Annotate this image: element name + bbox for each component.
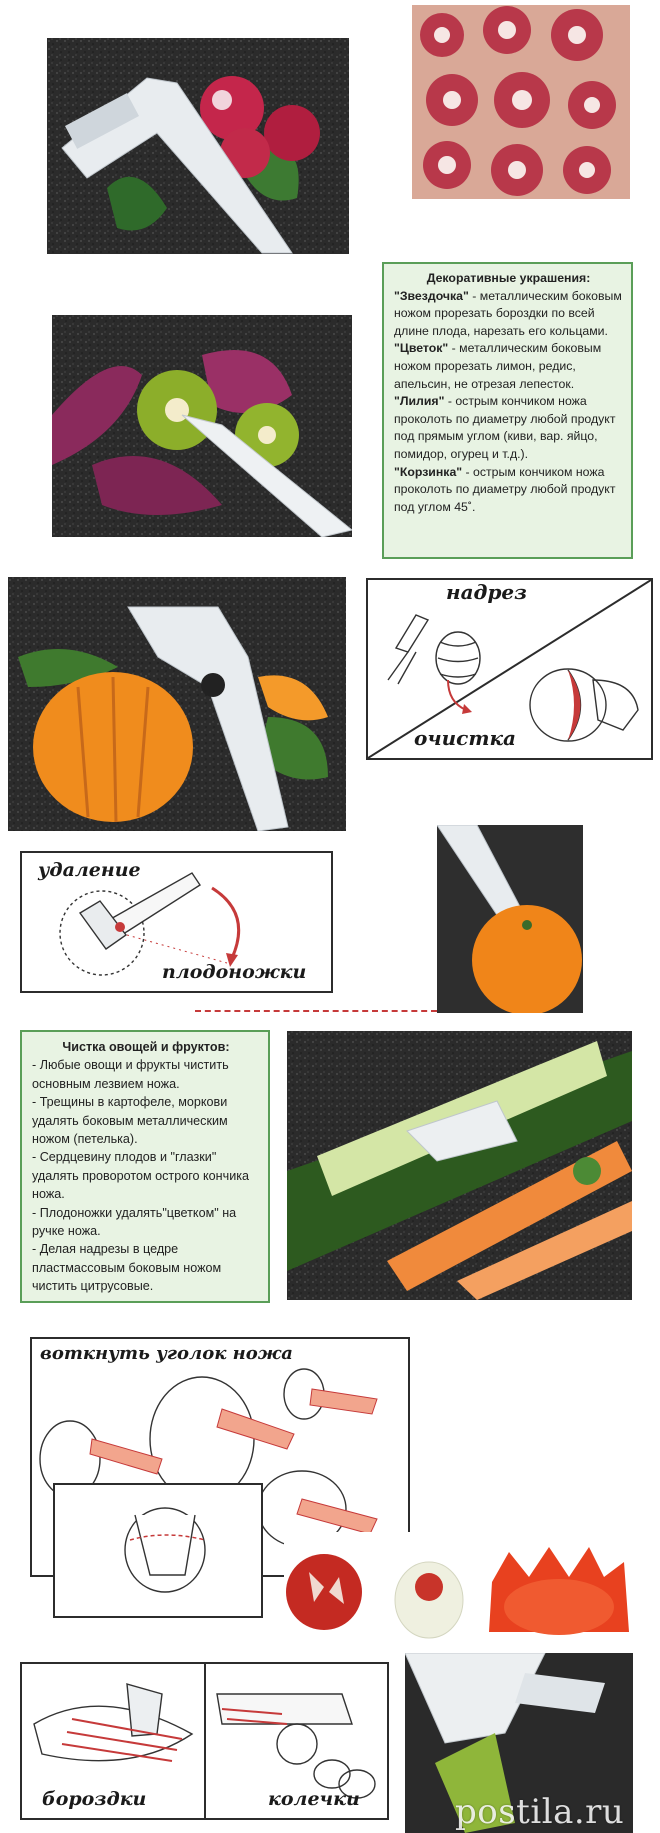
photo-peeler-carrot	[405, 1653, 633, 1833]
note-line: - Трещины в картофеле, моркови удалять б…	[32, 1095, 228, 1147]
photo-orange-stem	[437, 825, 583, 1013]
diagram-tomato-cut	[53, 1483, 263, 1618]
label-rings: колечки	[268, 1788, 360, 1810]
note-title: Декоративные украшения:	[426, 271, 591, 285]
section-divider	[195, 1010, 437, 1012]
label-insert-corner: воткнуть уголок ножа	[40, 1343, 293, 1364]
photo-kiwi-lily	[52, 315, 352, 537]
decorative-garnish-note: Декоративные украшения: "Звездочка" - ме…	[382, 262, 633, 559]
label-peeling: очистка	[414, 726, 517, 750]
diagram-grooves-rings: бороздки колечки	[20, 1662, 389, 1820]
label-notch: надрез	[446, 580, 527, 604]
note-line: - Плодоножки удалять"цветком" на ручке н…	[32, 1205, 237, 1239]
photo-peeler-radishes	[47, 38, 349, 254]
note-line: - Сердцевину плодов и "глазки" удалять п…	[32, 1150, 250, 1202]
photo-radish-flowers	[412, 5, 630, 199]
note-line: - Делая надрезы в цедре пластмассовым бо…	[32, 1242, 222, 1294]
watermark: postila.ru	[455, 1792, 625, 1832]
note-title: Чистка овощей и фруктов:	[62, 1040, 230, 1054]
note-line: - Любые овощи и фрукты чистить основным …	[32, 1058, 229, 1091]
peeling-note: Чистка овощей и фруктов: - Любые овощи и…	[20, 1030, 270, 1303]
label-grooves: бороздки	[42, 1788, 147, 1810]
note-item-basket: "Корзинка" - острым кончиком ножа прокол…	[394, 464, 616, 514]
diagram-notch-peel: надрез очистка	[366, 578, 653, 760]
label-stems: плодоножки	[162, 961, 307, 983]
diagram-stem-removal: удаление плодоножки	[20, 851, 333, 993]
note-item-flower: "Цветок" - металлическим боковым ножом п…	[394, 341, 602, 391]
photo-garnish-results	[284, 1532, 634, 1644]
photo-cucumber-carrot	[287, 1031, 632, 1300]
note-item-lily: "Лилия" - острым кончиком ножа проколоть…	[394, 394, 616, 461]
note-item-star: "Звездочка" - металлическим боковым ножо…	[394, 288, 622, 338]
label-removal: удаление	[38, 859, 141, 881]
photo-orange-peeling	[8, 577, 346, 831]
